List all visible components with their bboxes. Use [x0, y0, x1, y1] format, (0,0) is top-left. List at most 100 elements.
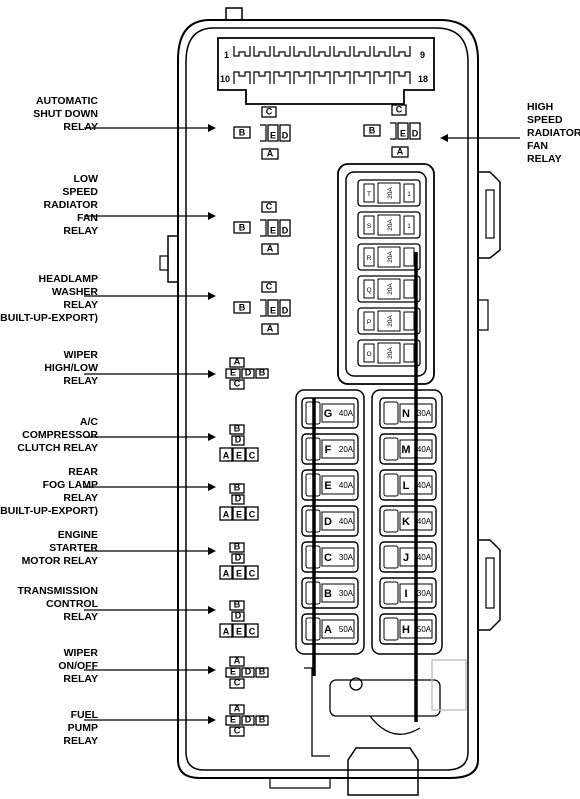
relay-pin-letter: A: [267, 324, 274, 334]
arrow-head: [208, 433, 216, 441]
relay-pin-letter: C: [249, 510, 256, 520]
relay-pin-d: D: [409, 122, 421, 140]
relay-pin-letter: B: [234, 424, 241, 434]
relay-pin-letter: D: [245, 368, 252, 378]
label-line: (BUILT-UP-EXPORT): [0, 505, 98, 517]
mini-fuse-amp: 20A: [387, 347, 394, 359]
mini-fuse-amp: 20A: [387, 283, 394, 295]
label-line: RELAY: [63, 611, 98, 623]
mini-fuse-block: [337, 163, 435, 385]
label-line: HIGH: [527, 101, 553, 113]
relay-pin-d: D: [241, 667, 255, 678]
label-line: WIPER: [64, 349, 99, 361]
relay-pin-a: A: [261, 243, 279, 255]
label-line: (BUILT-UP-EXPORT): [0, 312, 98, 324]
relay-pin-a: A: [229, 357, 245, 368]
relay-pin-letter: E: [270, 306, 276, 316]
relay-pin-letter: A: [267, 149, 274, 159]
relay-pin-letter: E: [236, 451, 242, 461]
fuse-amperage: 30A: [417, 409, 432, 418]
relay-pin-b: B: [255, 368, 269, 379]
arrow-head: [208, 606, 216, 614]
label-line: PUMP: [68, 722, 98, 734]
relay-pin-letter: B: [369, 126, 376, 136]
relay-pin-a: A: [261, 323, 279, 335]
fuse-letter: F: [325, 444, 332, 456]
relay-pin-letter: B: [234, 542, 241, 552]
arrow-head: [208, 716, 216, 724]
connector-pin: [293, 71, 311, 84]
relay-pin-c: C: [229, 726, 245, 737]
label-line: RELAY: [63, 735, 98, 747]
relay-pin-letter: B: [259, 715, 266, 725]
relay-bracket: [390, 122, 397, 140]
relay-pin-letter: E: [236, 627, 242, 637]
connector-pin: [393, 71, 411, 84]
label-line: FOG LAMP: [43, 479, 98, 491]
relay-pin-e: E: [397, 122, 409, 140]
relay-pin-d: D: [279, 124, 291, 142]
relay-pin-letter: B: [234, 483, 241, 493]
relay-pin-a: A: [391, 146, 409, 158]
fuse-letter: D: [324, 516, 332, 528]
arrow-head: [208, 666, 216, 674]
relay-pin-letter: A: [223, 627, 230, 637]
mini-fuse-slot: P: [367, 319, 371, 326]
relay-pin-letter: D: [282, 306, 289, 316]
fuse-amperage: 50A: [417, 625, 432, 634]
relay-pin-b: B: [233, 301, 251, 314]
relay-pin-letter: D: [235, 553, 242, 563]
connector-pin: [333, 71, 351, 84]
label-line: RELAY: [63, 375, 98, 387]
relay-pin-letter: B: [239, 223, 246, 233]
bottom-detail: [304, 659, 467, 757]
relay-pin-a: A: [219, 506, 233, 521]
relay-pin-e: E: [232, 506, 246, 521]
connector-pin: [273, 71, 291, 84]
connector-pin: [313, 71, 331, 84]
connector-pin: [313, 46, 331, 57]
label-line: RELAY: [527, 153, 562, 165]
fuse-amperage: 30A: [339, 553, 354, 562]
relay-pin-e: E: [232, 623, 246, 638]
arrow-head: [208, 547, 216, 555]
cartridge-fuse-f: F 20A: [301, 433, 359, 465]
fuse-amperage: 40A: [339, 409, 354, 418]
label-line: FAN: [77, 212, 98, 224]
fuse-amperage: 20A: [339, 445, 354, 454]
arrow-head: [208, 212, 216, 220]
label-line: STARTER: [49, 542, 98, 554]
cartridge-fuse-h: H 50A: [379, 613, 437, 645]
label-line: RELAY: [63, 492, 98, 504]
fuse-letter: A: [324, 624, 332, 636]
relay-pin-letter: E: [270, 131, 276, 141]
relay-pin-b: B: [233, 126, 251, 139]
relay-pin-letter: B: [239, 128, 246, 138]
relay-pin-letter: D: [282, 226, 289, 236]
relay-bracket: [260, 299, 267, 317]
relay-pin-letter: B: [259, 667, 266, 677]
relay-pin-letter: B: [234, 600, 241, 610]
connector-pin: [293, 46, 311, 57]
relay-pin-e: E: [267, 219, 279, 237]
fuse-letter: H: [402, 624, 410, 636]
relay-pin-letter: C: [249, 627, 256, 637]
